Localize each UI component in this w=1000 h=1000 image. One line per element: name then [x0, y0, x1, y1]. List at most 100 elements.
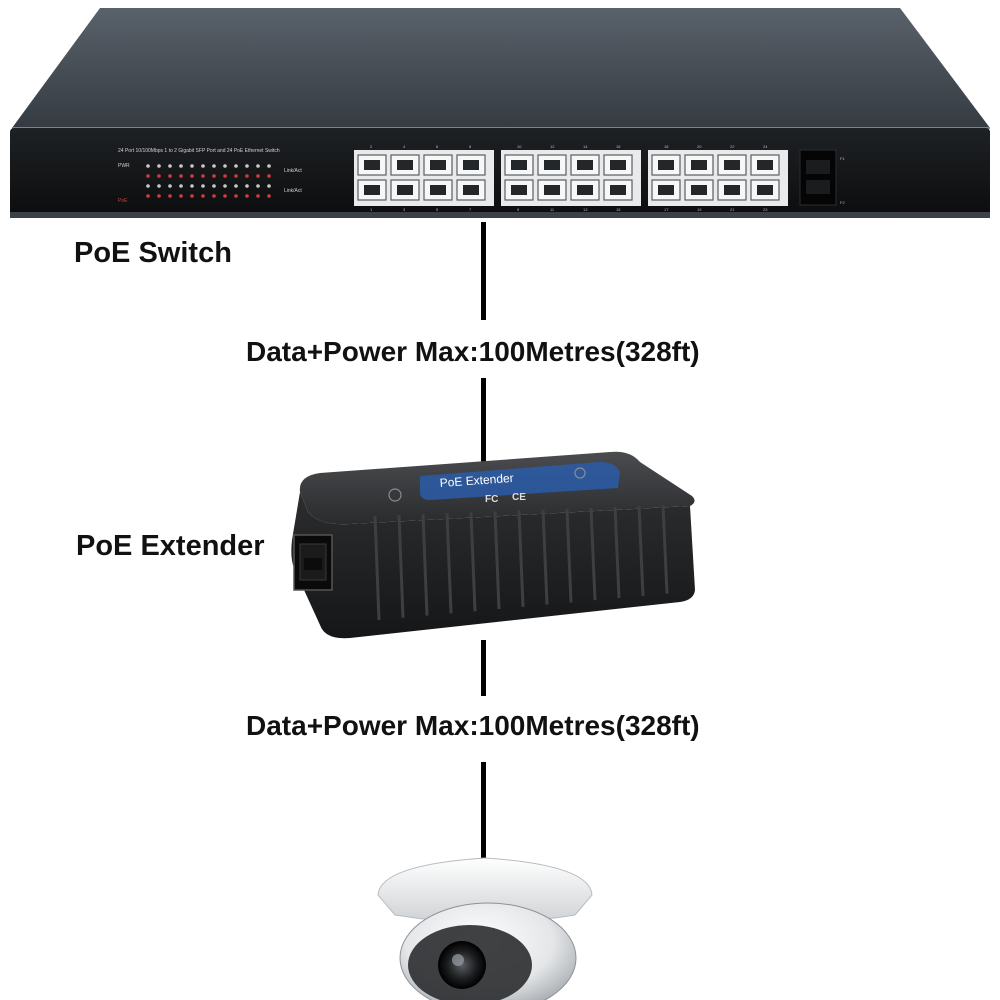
port-number-bottom: 19 — [697, 207, 702, 212]
port-number-bottom: 3 — [403, 207, 406, 212]
extender-brand-text: PoE Extender — [439, 471, 514, 490]
status-led — [234, 164, 238, 168]
status-led — [168, 164, 172, 168]
status-led — [223, 174, 227, 178]
poe-extender-label: PoE Extender — [76, 530, 265, 562]
switch-panel-title: 24 Port 10/100Mbps 1 to 2 Gigabit SFP Po… — [118, 148, 280, 154]
ethernet-port-socket — [658, 185, 674, 195]
ethernet-port-socket — [610, 160, 626, 170]
status-led — [146, 174, 150, 178]
port-number-top: 10 — [517, 144, 522, 149]
status-led — [179, 174, 183, 178]
status-led — [245, 194, 249, 198]
ethernet-port-socket — [658, 160, 674, 170]
status-led — [212, 164, 216, 168]
status-led — [256, 184, 260, 188]
poe-extender: PoE Extender FC CE — [280, 440, 700, 645]
status-led — [146, 184, 150, 188]
poe-extender-icon: PoE Extender FC CE — [291, 451, 695, 639]
status-led — [146, 164, 150, 168]
screw-marker-right — [574, 467, 586, 479]
port-number-top: 18 — [664, 144, 669, 149]
extender-ridge — [661, 505, 669, 594]
extender-ridge — [445, 513, 453, 614]
extender-ridge — [541, 509, 549, 605]
extender-ridge — [517, 510, 525, 607]
ethernet-port-socket — [511, 185, 527, 195]
status-led — [168, 194, 172, 198]
status-led — [223, 184, 227, 188]
ethernet-port-socket — [577, 185, 593, 195]
status-led — [223, 194, 227, 198]
ethernet-port-socket — [463, 160, 479, 170]
link-act-label-1: Link/Act — [284, 168, 302, 174]
sfp-label: F1 — [840, 156, 845, 161]
ethernet-port-socket — [610, 185, 626, 195]
cable-segment-4 — [481, 762, 486, 862]
status-led — [234, 194, 238, 198]
extender-ridge — [565, 508, 573, 603]
status-led — [201, 164, 205, 168]
extender-ridge — [493, 511, 501, 610]
status-led — [157, 164, 161, 168]
port-number-top: 20 — [697, 144, 702, 149]
status-led — [168, 184, 172, 188]
ethernet-port-socket — [757, 185, 773, 195]
poe-switch: 24 Port 10/100Mbps 1 to 2 Gigabit SFP Po… — [0, 0, 1000, 225]
camera-lens — [438, 941, 486, 989]
sfp-label: F2 — [840, 200, 845, 205]
extender-ridge — [469, 512, 477, 612]
screw-marker-left — [388, 488, 402, 502]
dome-camera — [370, 840, 600, 1000]
poe-switch-label: PoE Switch — [74, 237, 232, 269]
status-led — [223, 164, 227, 168]
extender-ridges — [373, 505, 669, 621]
status-led — [267, 194, 271, 198]
status-led — [212, 174, 216, 178]
sfp-slot — [799, 149, 837, 206]
extender-ridge — [373, 515, 381, 621]
port-number-top: 6 — [436, 144, 439, 149]
ethernet-port-socket — [577, 160, 593, 170]
status-led — [256, 194, 260, 198]
dome-camera-icon — [377, 857, 593, 1000]
port-number-top: 2 — [370, 144, 373, 149]
status-led — [256, 174, 260, 178]
network-switch-icon: 24 Port 10/100Mbps 1 to 2 Gigabit SFP Po… — [10, 8, 990, 218]
status-led — [245, 164, 249, 168]
status-led — [146, 194, 150, 198]
ethernet-port-socket — [691, 160, 707, 170]
pwr-label: PWR — [118, 163, 130, 169]
ethernet-port-socket — [430, 185, 446, 195]
status-led — [201, 194, 205, 198]
status-led — [179, 194, 183, 198]
status-led — [201, 184, 205, 188]
port-number-top: 12 — [550, 144, 555, 149]
port-number-top: 8 — [469, 144, 472, 149]
status-led — [201, 174, 205, 178]
ethernet-port-socket — [364, 185, 380, 195]
cable-segment-2 — [481, 378, 486, 466]
status-led — [234, 184, 238, 188]
status-led — [256, 164, 260, 168]
status-led — [267, 184, 271, 188]
status-led — [179, 164, 183, 168]
status-led — [212, 184, 216, 188]
ce-mark: CE — [512, 492, 526, 503]
extender-ridge — [637, 506, 645, 596]
port-number-top: 14 — [583, 144, 588, 149]
switch-top-lid — [12, 8, 990, 128]
extender-side — [291, 492, 695, 639]
ethernet-port-socket — [724, 185, 740, 195]
poe-label: PoE — [118, 198, 128, 204]
port-number-bottom: 17 — [664, 207, 669, 212]
ethernet-port-socket — [544, 185, 560, 195]
port-number-bottom: 5 — [436, 207, 439, 212]
port-number-top: 22 — [730, 144, 735, 149]
port-number-bottom: 23 — [763, 207, 768, 212]
status-led — [190, 164, 194, 168]
ethernet-ports: 214365871091211141316151817201922212423F… — [354, 144, 845, 212]
status-led — [267, 164, 271, 168]
status-led — [234, 174, 238, 178]
ethernet-port-socket — [691, 185, 707, 195]
